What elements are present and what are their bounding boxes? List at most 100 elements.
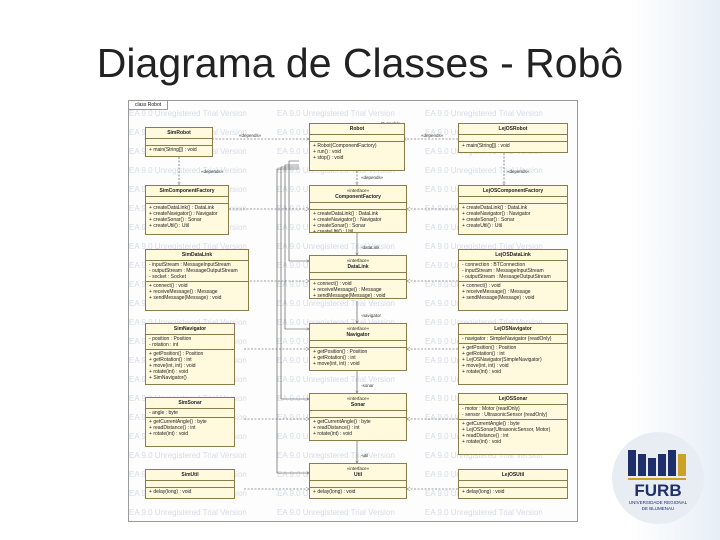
class-operation: getRotation() : int: [462, 351, 564, 357]
interface-component-factory: «interface»ComponentFactorycreateDataLin…: [309, 185, 407, 233]
class-lejos-robot: LejOSRobot main(String[]) : void: [458, 123, 568, 153]
class-operation: run() : void: [313, 149, 401, 155]
class-operation: rotate(int) : void: [313, 431, 403, 437]
logo-subtitle-1: UNIVERSIDADE REGIONAL: [629, 500, 688, 505]
class-name: LejOSUtil: [501, 472, 525, 478]
watermark-text: EA 9.0 Unregistered Trial Version: [277, 318, 395, 327]
logo-bar-6: [678, 454, 686, 476]
class-operation: getPosition() : Position: [462, 345, 564, 351]
class-operation: connect() : void: [313, 281, 403, 287]
class-operations: createDataLink() : DataLinkcreateNavigat…: [146, 204, 228, 230]
class-name: LejOSRobot: [498, 126, 528, 132]
class-stereotype: «interface»: [346, 258, 370, 263]
class-attributes: inputStream : MessageInputStreamoutputSt…: [146, 261, 248, 282]
watermark-text: EA 9.0 Unregistered Trial Version: [425, 318, 543, 327]
logo-bar-3: [648, 458, 656, 476]
class-operation: LejOSNavigator(SimpleNavigator): [462, 357, 564, 363]
class-stereotype: «interface»: [346, 396, 370, 401]
class-attributes: position : Positionrotation : int: [146, 335, 234, 350]
class-attributes: [310, 203, 406, 210]
class-name: DataLink: [347, 264, 369, 270]
class-operation: createUtil() : Util: [149, 223, 225, 229]
edge-robot-navigator: [284, 164, 309, 329]
class-operation: receiveMessage() : Message: [462, 289, 564, 295]
class-operation: createUtil() : Util: [313, 229, 403, 232]
class-name: ComponentFactory: [335, 194, 381, 200]
logo-bar-2: [638, 454, 646, 476]
interface-data-link: «interface»DataLink connect() : voidrecei…: [309, 255, 407, 299]
class-lejos-navigator: LejOSNavigatornavigator : SimpleNavigato…: [458, 323, 568, 385]
class-header: LejOSRobot: [459, 124, 567, 135]
class-operation: readDistance() : int: [462, 433, 564, 439]
class-header: «interface»ComponentFactory: [310, 186, 406, 203]
watermark-text: EA 9.0 Unregistered Trial Version: [425, 242, 543, 251]
class-attribute: position : Position: [149, 336, 231, 342]
logo-text: FURB: [634, 481, 681, 500]
class-header: SimRobot: [146, 128, 212, 139]
class-operations: main(String[]) : void: [146, 146, 212, 154]
class-operations: getCurrentAngle() : bytereadDistance() :…: [310, 418, 406, 438]
class-operation: createNavigator() : Navigator: [313, 217, 403, 223]
class-attributes: [310, 135, 404, 142]
class-lejos-component-factory: LejOSComponentFactorycreateDataLink() : …: [458, 185, 568, 235]
class-operations: Robot(ComponentFactory)run() : voidstop(…: [310, 142, 404, 162]
class-operation: createNavigator() : Navigator: [149, 211, 225, 217]
slide-title: Diagrama de Classes - Robô: [96, 40, 624, 86]
watermark-text: EA 9.0 Unregistered Trial Version: [277, 242, 395, 251]
edge-label-depends: «depends»: [239, 133, 262, 138]
class-name: Robot: [349, 126, 365, 132]
watermark-text: EA 9.0 Unregistered Trial Version: [277, 451, 395, 460]
class-attribute: angle : byte: [149, 410, 231, 416]
class-attributes: [310, 411, 406, 418]
class-operation: connect() : void: [462, 283, 564, 289]
interface-util: «interface»Util delay(long) : void: [309, 463, 407, 499]
class-operation: delay(long) : void: [462, 489, 564, 495]
class-attribute: inputStream : MessageInputStream: [149, 262, 245, 268]
class-name: Util: [353, 472, 363, 478]
class-lejos-util: LejOSUtil delay(long) : void: [458, 469, 568, 499]
class-operation: createUtil() : Util: [462, 223, 564, 229]
class-sim-component-factory: SimComponentFactory createDataLink() : Da…: [145, 185, 229, 235]
class-operation: SimNavigator(): [149, 375, 231, 381]
class-operations: delay(long) : void: [146, 488, 234, 496]
class-stereotype: «interface»: [346, 188, 370, 193]
class-name: SimSonar: [178, 400, 202, 406]
class-header: SimComponentFactory: [146, 186, 228, 197]
class-name: LejOSDataLink: [495, 252, 531, 258]
class-name: SimRobot: [167, 130, 191, 136]
class-attribute: outputStream : MessageOutputStream: [462, 274, 564, 280]
class-header: «interface»Util: [310, 464, 406, 481]
class-header: LejOSNavigator: [459, 324, 567, 335]
class-operation: getPosition() : Position: [149, 351, 231, 357]
class-header: LejOSSonar: [459, 394, 567, 405]
class-attribute: connection : BTConnection: [462, 262, 564, 268]
class-operations: getPosition() : PositiongetRotation() : …: [459, 344, 567, 376]
class-operations: delay(long) : void: [310, 488, 406, 496]
furb-logo: FURB UNIVERSIDADE REGIONAL DE BLUMENAU: [612, 432, 704, 524]
edge-label-depends: «depends»: [201, 169, 224, 174]
edge-label-util: -util: [361, 453, 369, 458]
class-operation: rotate(int) : void: [462, 439, 564, 445]
class-operation: receiveMessage() : Message: [313, 287, 403, 293]
class-operation: getCurrentAngle() : byte: [313, 419, 403, 425]
class-operations: getCurrentAngle() : byteLejOSSonar(Ultra…: [459, 420, 567, 446]
watermark-text: EA 9.0 Unregistered Trial Version: [277, 508, 395, 517]
interface-navigator: «interface»NavigatorgetPosition() : Posi…: [309, 323, 407, 371]
class-header: Robot: [310, 124, 404, 135]
class-operation: Robot(ComponentFactory): [313, 143, 401, 149]
watermark-text: EA 9.0 Unregistered Trial Version: [129, 166, 247, 175]
class-operations: getPosition() : PositiongetRotation() : …: [146, 350, 234, 382]
class-operation: main(String[]) : void: [149, 147, 209, 153]
class-sim-robot: SimRobot main(String[]) : void: [145, 127, 213, 157]
class-stereotype: «interface»: [346, 326, 370, 331]
watermark-text: EA 9.0 Unregistered Trial Version: [129, 318, 247, 327]
class-sim-navigator: SimNavigatorposition : Positionrotation …: [145, 323, 235, 385]
class-attributes: [459, 135, 567, 142]
class-name: SimComponentFactory: [159, 188, 215, 194]
edge-label-sonar: -sonar: [361, 383, 374, 388]
class-operations: main(String[]) : void: [459, 142, 567, 150]
class-operation: LejOSSonar(UltrasonicSensor, Motor): [462, 427, 564, 433]
logo-bar-5: [668, 450, 676, 476]
edge-label-depends: «depends»: [507, 169, 530, 174]
class-operations: connect() : voidreceiveMessage() : Messa…: [310, 280, 406, 298]
